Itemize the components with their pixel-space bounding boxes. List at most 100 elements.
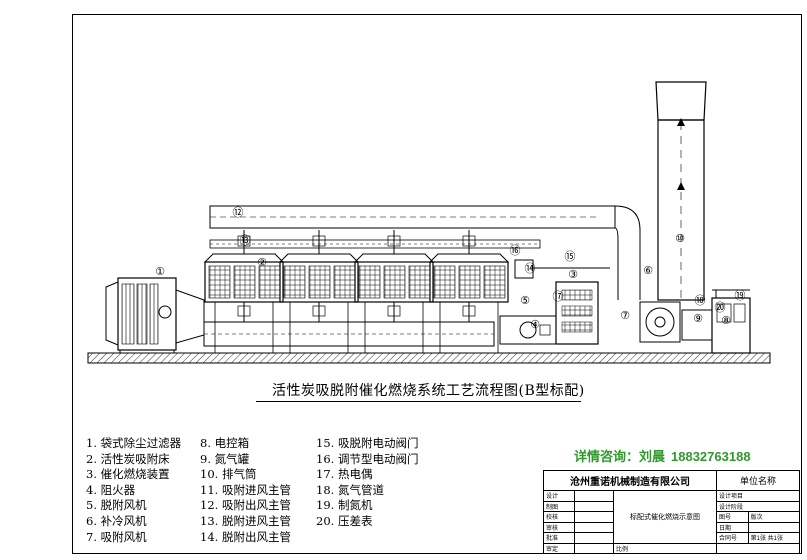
adsorption-bed xyxy=(428,230,510,353)
contract-label: 合同号 xyxy=(716,532,749,544)
sheet-label: 第1张 共1张 xyxy=(747,532,801,544)
adsorption-bed xyxy=(203,230,285,353)
component-marker: ⑨ xyxy=(693,312,703,325)
legend-item: 11. 吸附进风主管 xyxy=(200,482,291,497)
activated-carbon-beds xyxy=(203,230,510,353)
svg-text:⑭: ⑭ xyxy=(525,262,536,275)
adsorption-bed xyxy=(353,230,435,353)
unit-name: 单位名称 xyxy=(716,470,800,491)
project-label: 设计项目 xyxy=(716,490,800,502)
component-marker: ⑰ xyxy=(553,290,564,303)
component-marker: ⑩ xyxy=(675,232,685,245)
component-marker: ⑭ xyxy=(525,262,536,275)
svg-text:⑲: ⑲ xyxy=(735,289,746,302)
desorption-duct xyxy=(209,239,610,279)
component-marker: ⑲ xyxy=(735,289,746,302)
legend-item: 14. 脱附出风主管 xyxy=(200,529,291,544)
svg-text:⑮: ⑮ xyxy=(565,250,576,263)
component-marker: ⑥ xyxy=(643,264,653,277)
svg-text:⑳: ⑳ xyxy=(715,301,726,314)
drawing-no-label: 图号 xyxy=(716,511,749,523)
title-underline xyxy=(256,401,581,402)
role-drafting: 制图 xyxy=(543,500,575,512)
scale-label: 比例 xyxy=(612,542,718,554)
component-marker: ③ xyxy=(568,268,578,281)
component-marker: ⑮ xyxy=(565,250,576,263)
svg-text:⑩: ⑩ xyxy=(675,232,685,245)
svg-text:②: ② xyxy=(257,256,267,269)
bag-dust-filter xyxy=(105,277,205,353)
component-marker: ④ xyxy=(530,318,540,331)
date-label: 日期 xyxy=(716,521,749,533)
contact-label: 详情咨询：刘晨 xyxy=(574,449,666,464)
legend-item: 12. 吸附出风主管 xyxy=(200,498,291,513)
title-block: 沧州重诺机械制造有限公司 单位名称 设计 标配式催化燃烧示意图 设计项目 制图 … xyxy=(542,470,801,554)
component-marker: ⑳ xyxy=(715,301,726,314)
inlet-main-duct xyxy=(203,321,495,347)
diagram-title: 活性炭吸脱附催化燃烧系统工艺流程图(B型标配) xyxy=(272,383,585,399)
legend-item: 10. 排气筒 xyxy=(200,467,257,482)
legend-item: 3. 催化燃烧装置 xyxy=(86,467,170,482)
role-check: 校核 xyxy=(543,511,575,523)
role-approve: 批准 xyxy=(543,532,575,544)
component-marker: ⑯ xyxy=(510,244,521,257)
legend-item: 19. 制氮机 xyxy=(316,498,373,513)
legend-item: 16. 调节型电动阀门 xyxy=(316,451,419,466)
role-review: 审核 xyxy=(543,521,575,533)
adsorption-outlet-main-duct xyxy=(209,205,641,300)
adsorption-bed xyxy=(278,230,360,353)
legend-item: 4. 阻火器 xyxy=(86,482,136,497)
svg-text:①: ① xyxy=(155,265,165,278)
svg-text:⑱: ⑱ xyxy=(695,294,706,307)
legend-item: 13. 脱附进风主管 xyxy=(200,513,291,528)
drawing-frame xyxy=(72,14,802,554)
contact-info: 详情咨询：刘晨 18832763188 xyxy=(574,446,757,465)
company-name: 沧州重诺机械制造有限公司 xyxy=(542,470,718,491)
component-marker: ⑬ xyxy=(240,234,251,247)
component-marker: ① xyxy=(155,265,165,278)
catalytic-combustion-unit xyxy=(499,281,599,345)
svg-text:⑯: ⑯ xyxy=(510,244,521,257)
legend-item: 20. 压差表 xyxy=(316,513,373,528)
legend-item: 17. 热电偶 xyxy=(316,467,373,482)
component-marker: ⑫ xyxy=(233,206,244,219)
electric-control-box xyxy=(711,289,751,354)
legend-item: 9. 氮气罐 xyxy=(200,451,250,466)
legend-item: 5. 脱附风机 xyxy=(86,498,147,513)
exhaust-stack xyxy=(655,81,707,301)
svg-text:③: ③ xyxy=(568,268,578,281)
legend-item: 8. 电控箱 xyxy=(200,436,250,450)
component-marker: ② xyxy=(257,256,267,269)
legend-item: 15. 吸脱附电动阀门 xyxy=(316,436,419,450)
component-marker: ⑱ xyxy=(695,294,706,307)
svg-text:⑦: ⑦ xyxy=(620,309,630,322)
legend-item: 7. 吸附风机 xyxy=(86,529,147,544)
legend-item: 18. 氮气管道 xyxy=(316,482,384,497)
version-label: 版次 xyxy=(747,511,801,523)
ground-base xyxy=(87,352,771,364)
role-design: 设计 xyxy=(543,490,575,502)
svg-text:⑨: ⑨ xyxy=(693,312,703,325)
stage-label: 设计阶段 xyxy=(716,500,800,512)
svg-text:⑰: ⑰ xyxy=(553,290,564,303)
svg-text:⑫: ⑫ xyxy=(233,206,244,219)
svg-text:⑧: ⑧ xyxy=(721,314,731,327)
component-marker: ⑤ xyxy=(520,294,530,307)
svg-text:⑥: ⑥ xyxy=(643,264,653,277)
component-marker: ⑦ xyxy=(620,309,630,322)
svg-text:④: ④ xyxy=(530,318,540,331)
drawing-name: 标配式催化燃烧示意图 xyxy=(612,490,718,544)
legend-item: 6. 补冷风机 xyxy=(86,513,147,528)
component-marker: ⑧ xyxy=(721,314,731,327)
role-final: 审定 xyxy=(543,542,575,554)
legend-item: 1. 袋式除尘过滤器 xyxy=(86,436,182,450)
svg-text:⑬: ⑬ xyxy=(240,234,251,247)
legend-item: 2. 活性炭吸附床 xyxy=(86,451,170,466)
svg-text:⑤: ⑤ xyxy=(520,294,530,307)
contact-phone: 18832763188 xyxy=(671,449,751,464)
